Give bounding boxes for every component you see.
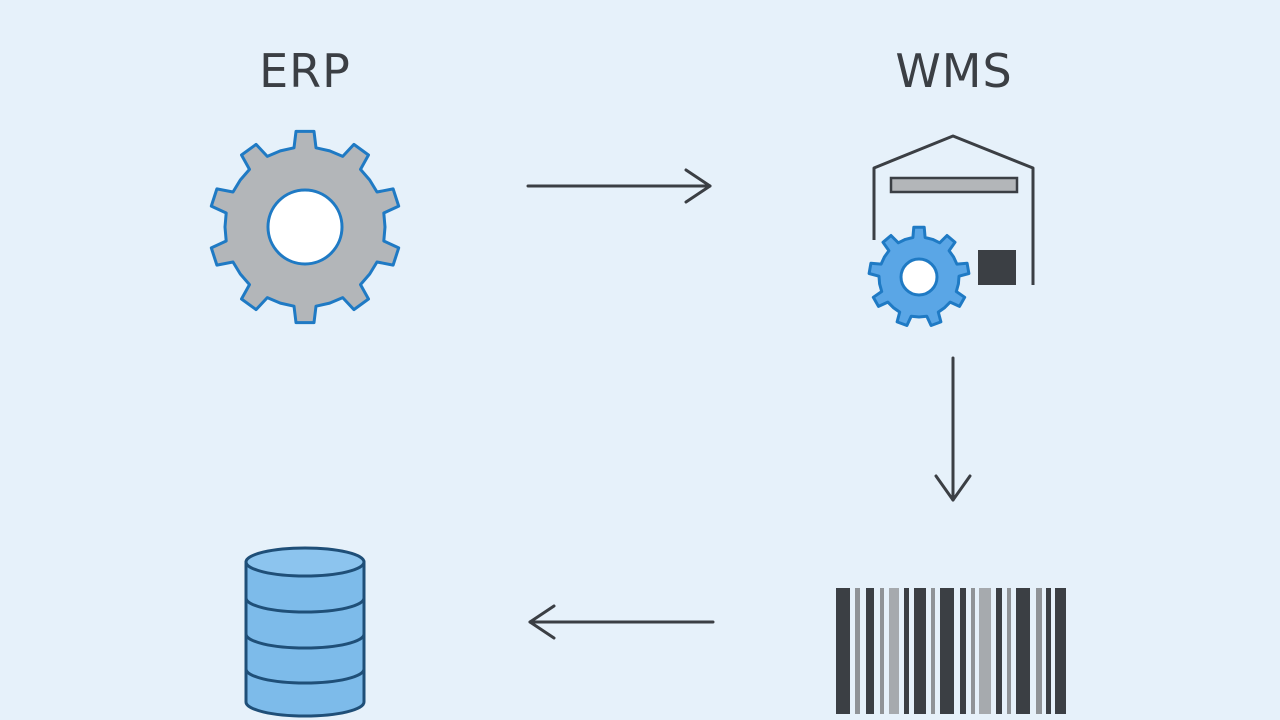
wms-label: WMS bbox=[895, 44, 1013, 98]
barcode-icon bbox=[836, 588, 1066, 714]
erp-label: ERP bbox=[259, 44, 351, 98]
arrow-right bbox=[526, 168, 712, 204]
arrow-left bbox=[528, 604, 715, 640]
small-gear-icon bbox=[867, 225, 971, 327]
database-icon bbox=[244, 546, 366, 718]
warehouse-icon bbox=[867, 134, 1035, 327]
gear-icon bbox=[209, 129, 401, 325]
arrow-down bbox=[934, 356, 972, 502]
